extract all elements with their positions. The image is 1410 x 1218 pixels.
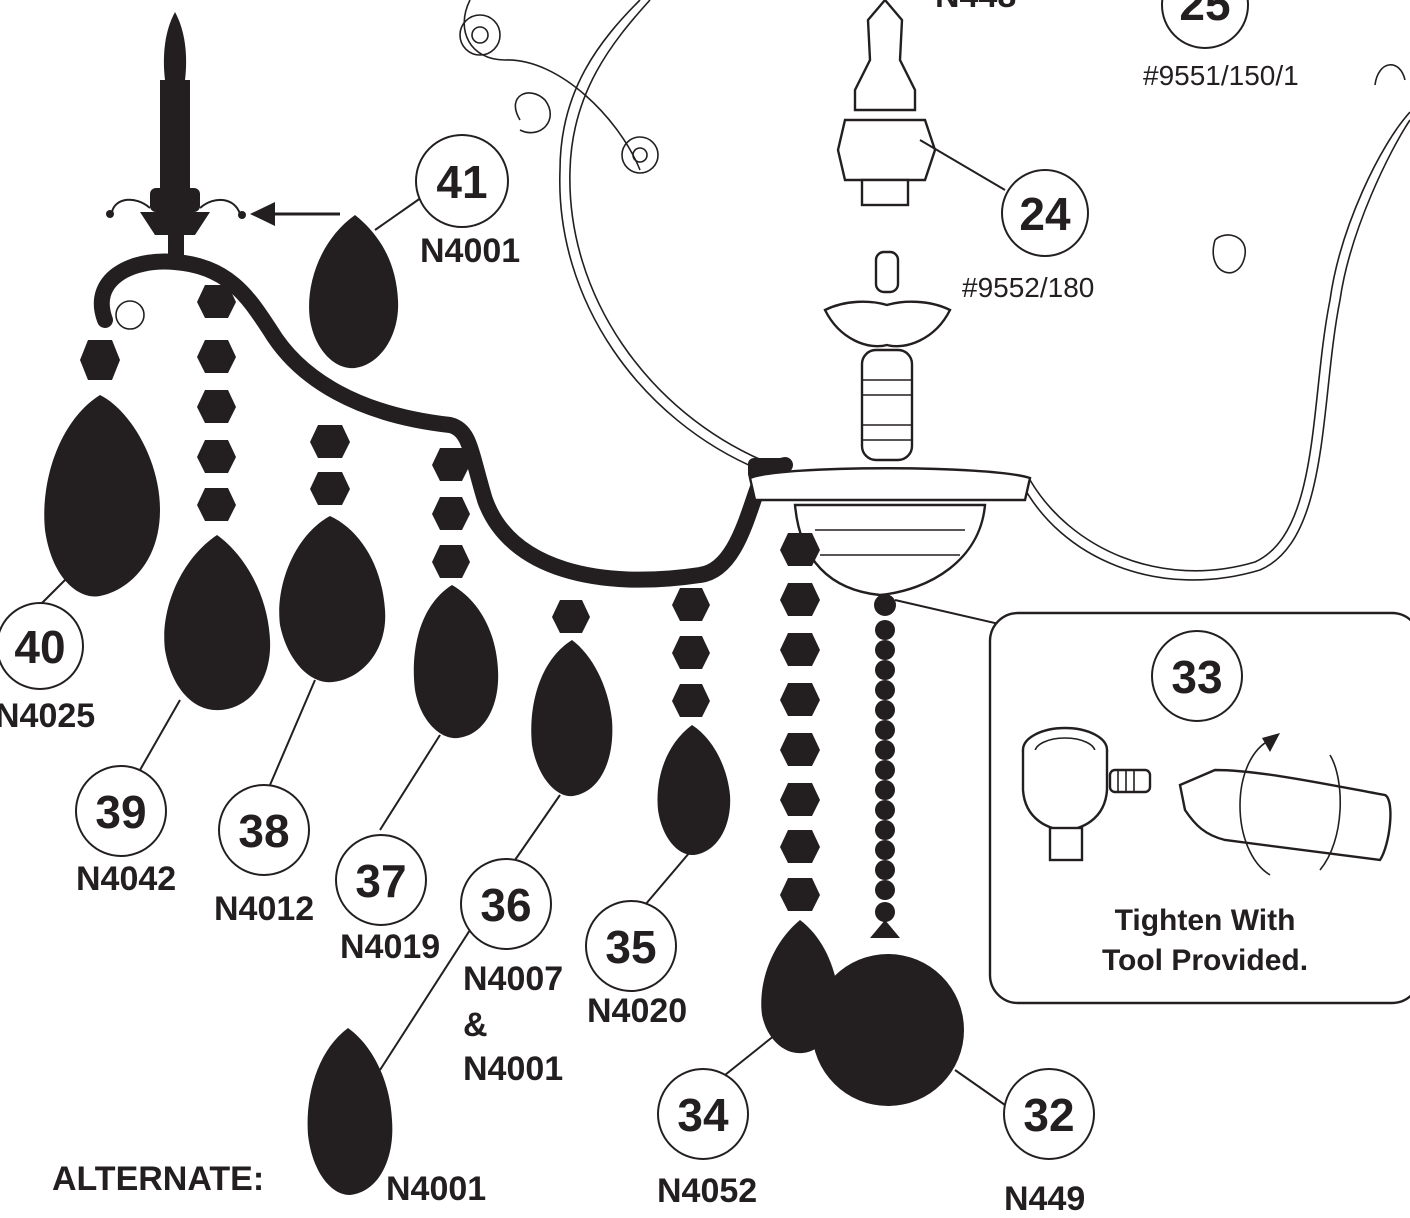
label-ref-24: #9552/180 bbox=[962, 272, 1094, 303]
label-alternate: ALTERNATE: bbox=[52, 1160, 264, 1198]
label-n4001-36: N4001 bbox=[463, 1050, 563, 1088]
callout-number-37: 37 bbox=[355, 855, 406, 907]
rosette-icon bbox=[459, 14, 659, 174]
label-n4042: N4042 bbox=[76, 860, 176, 898]
callout-35: 35 bbox=[585, 900, 677, 992]
callout-40: 40 bbox=[0, 602, 84, 690]
callout-number-32: 32 bbox=[1023, 1089, 1074, 1141]
tool-icon bbox=[1178, 733, 1392, 876]
callout-33: 33 bbox=[1151, 630, 1243, 722]
label-n4001-alt: N4001 bbox=[386, 1170, 486, 1208]
callout-38: 38 bbox=[218, 784, 310, 876]
callout-number-34: 34 bbox=[677, 1089, 729, 1141]
callout-41: 41 bbox=[415, 134, 509, 228]
socket-icon bbox=[1021, 726, 1152, 862]
callout-number-25: 25 bbox=[1179, 0, 1230, 30]
scroll-arm-outline bbox=[463, 0, 1410, 581]
center-column bbox=[748, 0, 1032, 597]
label-n4007: N4007 bbox=[463, 960, 563, 998]
callout-37: 37 bbox=[335, 834, 427, 926]
callout-number-36: 36 bbox=[480, 879, 531, 931]
inset-instruction-line1: Tighten With bbox=[1115, 904, 1296, 937]
callout-number-40: 40 bbox=[14, 621, 65, 673]
callout-25: 25 bbox=[1161, 0, 1249, 49]
callout-number-39: 39 bbox=[95, 786, 146, 838]
callout-number-24: 24 bbox=[1019, 188, 1071, 240]
alternate-crystal bbox=[307, 1028, 393, 1195]
label-n4052: N4052 bbox=[657, 1172, 757, 1210]
inset-panel: Tighten With Tool Provided. bbox=[988, 611, 1410, 1005]
callout-number-33: 33 bbox=[1171, 651, 1222, 703]
callout-number-38: 38 bbox=[238, 805, 289, 857]
bead-chain bbox=[812, 594, 964, 1106]
callout-number-41: 41 bbox=[436, 156, 487, 208]
candle-arm bbox=[93, 12, 793, 588]
label-n448: N448 bbox=[935, 0, 1016, 15]
crystal-chains-left bbox=[44, 285, 839, 1054]
inset-instruction-line2: Tool Provided. bbox=[1102, 944, 1308, 977]
crystal-41 bbox=[250, 202, 399, 369]
callout-39: 39 bbox=[75, 765, 167, 857]
callout-24: 24 bbox=[1001, 169, 1089, 257]
label-n4025: N4025 bbox=[0, 697, 95, 735]
label-n4001-41: N4001 bbox=[420, 232, 520, 270]
callout-number-35: 35 bbox=[605, 921, 656, 973]
callout-32: 32 bbox=[1003, 1068, 1095, 1160]
callout-36: 36 bbox=[460, 858, 552, 950]
label-n4012: N4012 bbox=[214, 890, 314, 928]
label-ref-25: #9551/150/1 bbox=[1143, 60, 1299, 91]
label-n4020: N4020 bbox=[587, 992, 687, 1030]
label-ampersand: & bbox=[463, 1006, 488, 1044]
callout-34: 34 bbox=[657, 1068, 749, 1160]
label-n449: N449 bbox=[1004, 1180, 1085, 1213]
label-n4019: N4019 bbox=[340, 928, 440, 966]
